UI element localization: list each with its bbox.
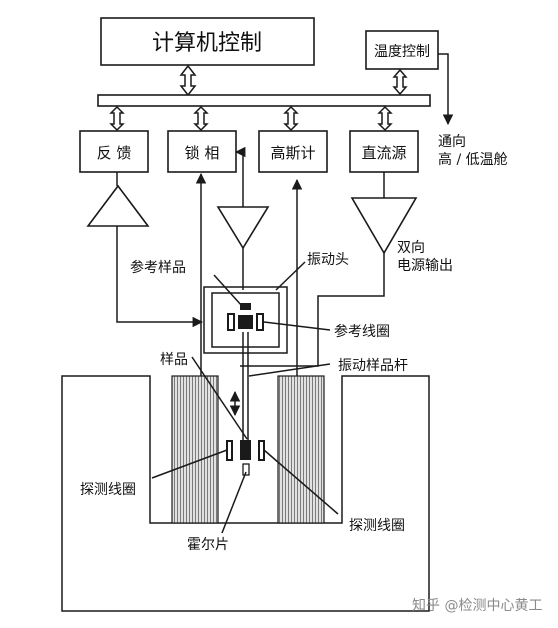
sample [240,440,251,460]
computer-control-label: 计算机控制 [152,31,262,56]
pickup-coil-left [226,440,233,461]
lockin-amplifier [216,206,270,250]
temperature-control-label: 温度控制 [374,44,430,60]
gaussmeter-label: 高斯计 [270,144,315,162]
callout-vibration-head [275,261,306,291]
lockin-block: 锁 相 [167,130,237,173]
reference-coil [227,313,264,331]
vibrating-sample-rod [242,332,249,440]
pickup-coil-right-label: 探测线圈 [349,518,405,534]
magnet-yoke [61,375,430,612]
bidirectional-output-label-1: 双向 [397,240,425,256]
sample-label: 样品 [160,352,188,368]
double-arrow-icon [377,105,393,132]
lockin-label: 锁 相 [185,144,220,162]
to-chamber-label-1: 通向 [438,134,466,150]
to-chamber-label-2: 高 / 低温舱 [438,151,508,168]
gaussmeter-block: 高斯计 [258,130,328,173]
double-arrow-icon [392,68,408,96]
callout-hall-probe [221,471,247,534]
pole-piece-left [171,375,219,524]
reference-sample [240,303,251,310]
vibrating-rod-label: 振动样品杆 [338,358,408,374]
lockin-input-wire [234,146,246,207]
data-bus [97,94,431,107]
reference-coil-label: 参考线圈 [334,323,390,340]
vibration-head-label: 振动头 [307,252,349,268]
callout-sample [191,356,248,440]
callout-pickup-right [263,449,339,515]
computer-control-block: 计算机控制 [100,17,315,66]
double-arrow-icon [109,105,125,132]
dc-source-label: 直流源 [361,144,406,162]
watermark-text: 知乎 @检测中心黄工 [412,597,542,614]
temperature-control-block: 温度控制 [365,30,439,70]
callout-ref-sample [213,274,243,307]
callout-pickup-left [151,449,228,479]
dc-source-block: 直流源 [349,130,419,173]
feedback-block: 反 馈 [79,130,149,173]
pickup-coil-left-label: 探测线圈 [80,482,136,498]
pickup-coil-right [258,440,265,461]
double-arrow-icon [193,105,209,132]
double-arrow-icon [179,64,197,97]
pole-piece-right [277,375,325,524]
ref-coil-to-feedback-wire [116,226,204,328]
double-arrow-icon [283,105,299,132]
hall-probe [242,463,250,476]
hall-probe-label: 霍尔片 [187,537,229,553]
chamber-connection-line [438,53,454,126]
callout-ref-coil [263,321,331,331]
bidirectional-output-label-2: 电源输出 [397,258,453,274]
feedback-amplifier [86,184,150,227]
power-to-head-wire [240,253,385,367]
callout-vib-rod [248,363,331,377]
feedback-label: 反 馈 [97,144,132,162]
vibration-head [203,286,288,354]
reference-sample-label: 参考样品 [130,259,186,276]
